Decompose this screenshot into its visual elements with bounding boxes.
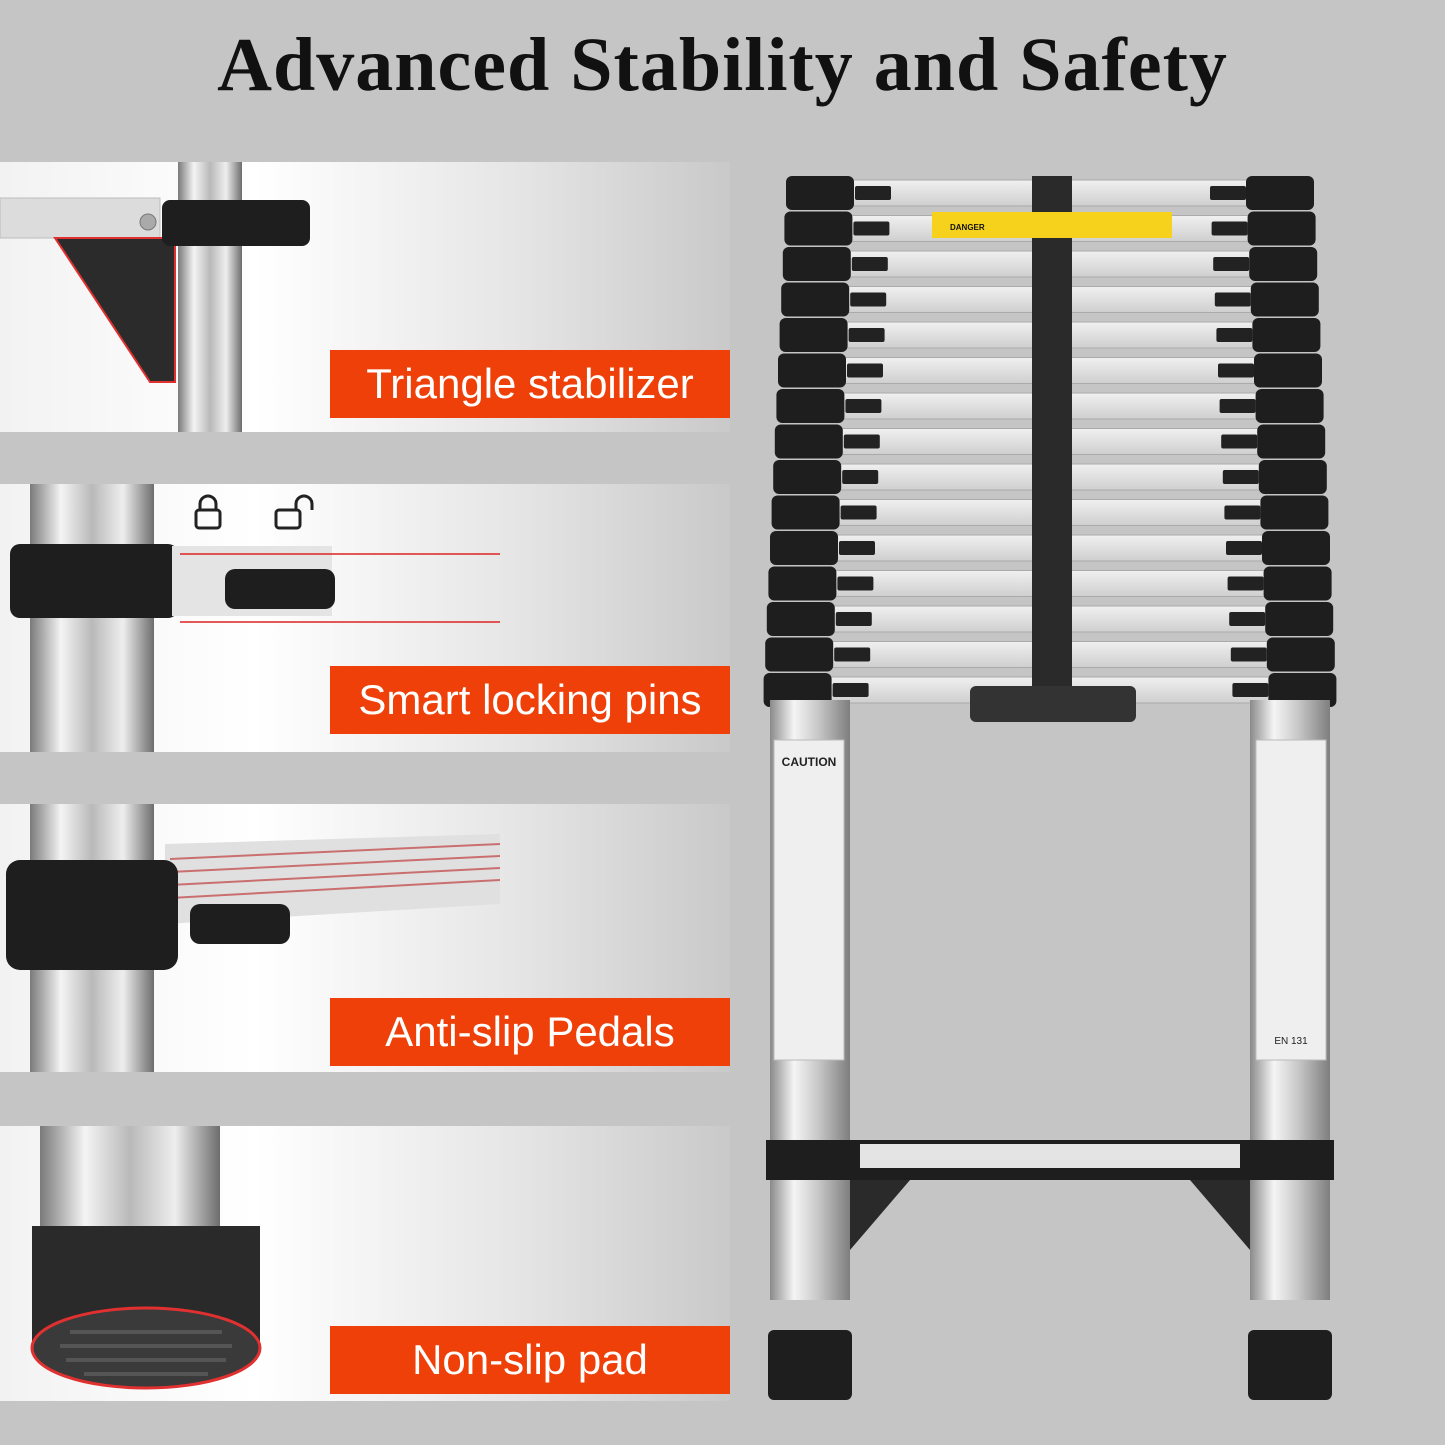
- ladder-lock-left: [847, 363, 883, 378]
- ladder-lock-right: [1216, 328, 1253, 342]
- page-title: Advanced Stability and Safety: [217, 23, 1228, 107]
- ladder-lock-right: [1211, 221, 1248, 236]
- feature-label: Triangle stabilizer: [330, 350, 730, 418]
- ladder-lock-right: [1214, 292, 1251, 307]
- feature-panel-triangle-stabilizer: Triangle stabilizer: [0, 162, 730, 432]
- ladder-lock-left: [842, 470, 879, 484]
- standard-label: EN 131: [1274, 1036, 1308, 1047]
- ladder-left-clip: [771, 495, 840, 530]
- ladder-right-clip: [1265, 602, 1334, 636]
- ladder-right-clip: [1247, 211, 1316, 246]
- ladder-lock-left: [848, 328, 885, 342]
- ladder-lock-right: [1221, 434, 1258, 449]
- ladder-lock-left: [832, 683, 869, 697]
- ladder-lock-left: [853, 221, 890, 236]
- ladder-left-clip: [765, 637, 834, 672]
- ladder-right-clip: [1255, 389, 1324, 423]
- ladder-left-clip: [773, 460, 842, 494]
- ladder-left-clip: [779, 318, 848, 352]
- ladder-right-clip: [1268, 673, 1337, 707]
- ladder-lock-right: [1226, 541, 1262, 555]
- ladder-lock-right: [1224, 505, 1261, 520]
- ladder-left-clip: [784, 211, 853, 246]
- ladder-right-clip: [1254, 353, 1322, 388]
- ladder-right-clip: [1257, 424, 1326, 459]
- ladder-left-clip: [778, 353, 846, 388]
- ladder-left-clip: [774, 424, 843, 459]
- ladder-left-clip: [770, 531, 838, 565]
- ladder-lock-left: [834, 647, 871, 662]
- feature-label: Smart locking pins: [330, 666, 730, 734]
- ladder-lock-left: [840, 505, 877, 520]
- ladder-lock-left: [845, 399, 882, 413]
- ladder-lock-left: [850, 292, 887, 307]
- danger-label: DANGER: [950, 223, 985, 232]
- ladder-right-clip: [1252, 318, 1321, 352]
- non-slip-pad-photo: [30, 1126, 262, 1390]
- ladder-left-clip: [786, 176, 854, 210]
- ladder-right-clip: [1246, 176, 1314, 210]
- ladder-lock-right: [1218, 363, 1254, 378]
- ladder-lock-left: [851, 257, 888, 271]
- ladder-left-clip: [766, 602, 835, 636]
- anti-slip-pedals-photo: [6, 804, 501, 1072]
- ladder-left-clip: [768, 566, 837, 601]
- ladder-lock-right: [1222, 470, 1259, 484]
- feature-panel-anti-slip-pedals: Anti-slip Pedals: [0, 804, 730, 1072]
- ladder-illustration: CAUTION EN 131 DANGER: [763, 176, 1337, 1400]
- ladder-right-clip: [1250, 282, 1319, 317]
- ladder-right-clip: [1262, 531, 1330, 565]
- ladder-lock-left: [837, 576, 874, 591]
- ladder-lock-right: [1232, 683, 1269, 697]
- ladder-lock-right: [1213, 257, 1250, 271]
- feature-panel-non-slip-pad: Non-slip pad: [0, 1126, 730, 1401]
- ladder-left-clip: [782, 247, 851, 281]
- ladder-right-clip: [1266, 637, 1335, 672]
- lock-closed-icon: [194, 494, 222, 530]
- ladder-left-clip: [763, 673, 832, 707]
- lock-open-icon: [274, 494, 314, 530]
- locking-pins-photo: [10, 484, 500, 752]
- caution-title: CAUTION: [782, 755, 837, 769]
- ladder-right-clip: [1249, 247, 1318, 281]
- ladder-lock-right: [1227, 576, 1264, 591]
- ladder-left-clip: [781, 282, 850, 317]
- ladder-lock-right: [1229, 612, 1266, 626]
- ladder-right-clip: [1263, 566, 1332, 601]
- ladder-lock-left: [855, 186, 891, 200]
- ladder-lock-left: [835, 612, 872, 626]
- feature-label: Anti-slip Pedals: [330, 998, 730, 1066]
- ladder-image: CAUTION EN 131 DANGER: [760, 170, 1340, 1410]
- ladder-lock-right: [1230, 647, 1267, 662]
- ladder-lock-left: [839, 541, 875, 555]
- ladder-left-clip: [776, 389, 845, 423]
- feature-panel-smart-locking-pins: Smart locking pins: [0, 484, 730, 752]
- ladder-lock-left: [843, 434, 880, 449]
- ladder-right-clip: [1260, 495, 1329, 530]
- triangle-stabilizer-photo: [0, 162, 310, 432]
- ladder-lock-right: [1219, 399, 1256, 413]
- feature-label: Non-slip pad: [330, 1326, 730, 1394]
- ladder-lock-right: [1210, 186, 1246, 200]
- ladder-right-clip: [1258, 460, 1327, 494]
